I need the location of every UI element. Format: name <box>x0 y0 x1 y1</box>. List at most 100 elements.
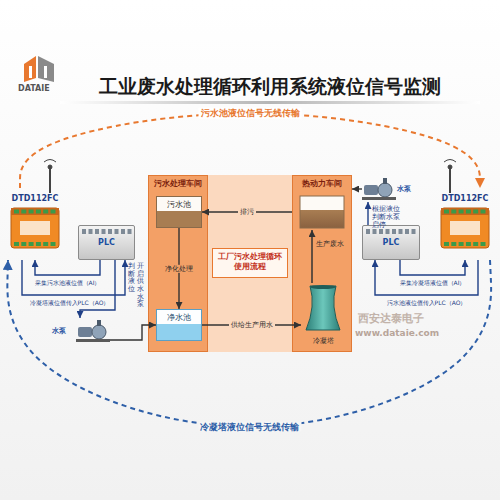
terminal <box>36 210 41 214</box>
connector-label: 冷凝塔液位值传入PLC（AO） <box>28 299 112 306</box>
terminal <box>466 210 471 214</box>
terminal <box>481 210 486 214</box>
terminal <box>373 229 377 234</box>
logo-slot <box>29 66 32 78</box>
wireless-module: DTD112FC <box>435 188 495 260</box>
node-label: 水泵 <box>52 327 110 336</box>
plc-unit: PLC <box>78 225 135 260</box>
node-heading: DTD112FC <box>5 194 65 204</box>
node-label: 净水池 <box>157 310 201 323</box>
control-note: 开启供水水泵 <box>137 263 144 309</box>
module-plate <box>20 221 50 235</box>
terminal <box>51 242 56 246</box>
title-bar <box>60 101 480 104</box>
process-box: 工厂污水处理循环使用流程 <box>212 248 288 278</box>
terminal <box>51 210 56 214</box>
flow-note: 生产废水 <box>316 240 344 248</box>
antenna-tip <box>48 165 52 169</box>
flow-connector <box>22 260 125 295</box>
watermark: 西安达泰电子 <box>358 312 424 326</box>
terminal <box>459 210 464 214</box>
antenna-rod <box>449 168 451 193</box>
plc-unit: PLC <box>362 225 420 260</box>
module-top <box>11 208 59 215</box>
pump-casing <box>378 183 392 197</box>
pump-motor <box>78 327 92 337</box>
terminal <box>108 229 112 234</box>
terminal <box>466 242 471 246</box>
link-label: 污水池液位信号无线传输 <box>199 108 302 119</box>
node-outline <box>362 177 396 201</box>
clean-pool: 净水池 <box>156 309 202 341</box>
antenna-right <box>444 160 456 194</box>
pump-outlet <box>97 320 101 326</box>
antenna-tip <box>448 165 452 169</box>
terminal <box>102 229 106 234</box>
node-outline <box>10 207 60 249</box>
pump-base <box>362 197 396 200</box>
node-heading: 热动力车间 <box>293 176 351 189</box>
control-note: 判断液位 <box>128 263 135 294</box>
wireless-link <box>7 260 491 427</box>
node-label: 污水池 <box>157 197 201 210</box>
logo-slot <box>44 66 47 78</box>
watermark: www.dataie.com <box>355 328 439 339</box>
node-heading: DTD112FC <box>435 194 495 204</box>
node-outline <box>301 284 345 332</box>
terminal <box>89 229 93 234</box>
terminal <box>43 210 48 214</box>
terminal <box>473 242 478 246</box>
terminal <box>366 229 370 234</box>
logo-text: DATAIE <box>18 84 50 94</box>
node-label: PLC <box>79 238 134 248</box>
link-label: 冷凝塔液位信号无线传输 <box>198 421 301 432</box>
terminal <box>21 210 26 214</box>
node-label: 水泵 <box>362 185 411 194</box>
terminal <box>473 210 478 214</box>
terminal <box>451 242 456 246</box>
radio-wave <box>44 160 56 163</box>
flow-connector <box>375 260 478 295</box>
flow-connector <box>80 260 115 318</box>
module-case <box>11 208 59 248</box>
logo-facet <box>24 56 36 82</box>
terminal <box>386 229 390 234</box>
pump-motor <box>364 185 378 195</box>
node-outline <box>363 227 418 237</box>
connector-label: 采集污水池液位值（AI） <box>33 279 103 286</box>
terminal <box>95 229 99 234</box>
node-outline <box>76 319 110 343</box>
connector-label: 供给生产用水 <box>229 321 275 329</box>
terminal <box>128 229 132 234</box>
module-plate <box>450 221 480 235</box>
node-heading: 污水处理车间 <box>149 176 207 189</box>
page-title: 工业废水处理循环利用系统液位信号监测 <box>60 74 480 100</box>
flow-arrow <box>311 230 313 283</box>
terminal <box>444 210 449 214</box>
logo-icon <box>24 56 54 82</box>
terminal <box>29 242 34 246</box>
terminal <box>481 242 486 246</box>
node-label: 工厂污水处理循环使用流程 <box>216 252 284 273</box>
antenna-left <box>44 160 56 194</box>
pump-base <box>76 339 110 342</box>
connector-label: 污水池液位值传入PLC（AO） <box>385 299 469 306</box>
flow-connector <box>35 260 100 275</box>
sewage-pool: 污水池 <box>156 196 202 228</box>
connector-label: 净化处理 <box>163 264 195 272</box>
terminal <box>399 229 403 234</box>
control-note: 根据液位判断水泵启停 <box>372 205 406 229</box>
radio-wave <box>444 160 456 163</box>
water-pump: 水泵 <box>50 318 110 345</box>
terminal <box>21 242 26 246</box>
terminal <box>14 210 19 214</box>
connector-label: 排污 <box>238 208 256 216</box>
tower-mouth <box>310 285 336 289</box>
terminal <box>405 229 409 234</box>
node-outline <box>440 207 490 249</box>
flow-connector <box>400 260 465 275</box>
pump-outlet <box>383 178 387 184</box>
terminal <box>412 229 416 234</box>
pump-casing <box>92 325 106 339</box>
terminal <box>121 229 125 234</box>
